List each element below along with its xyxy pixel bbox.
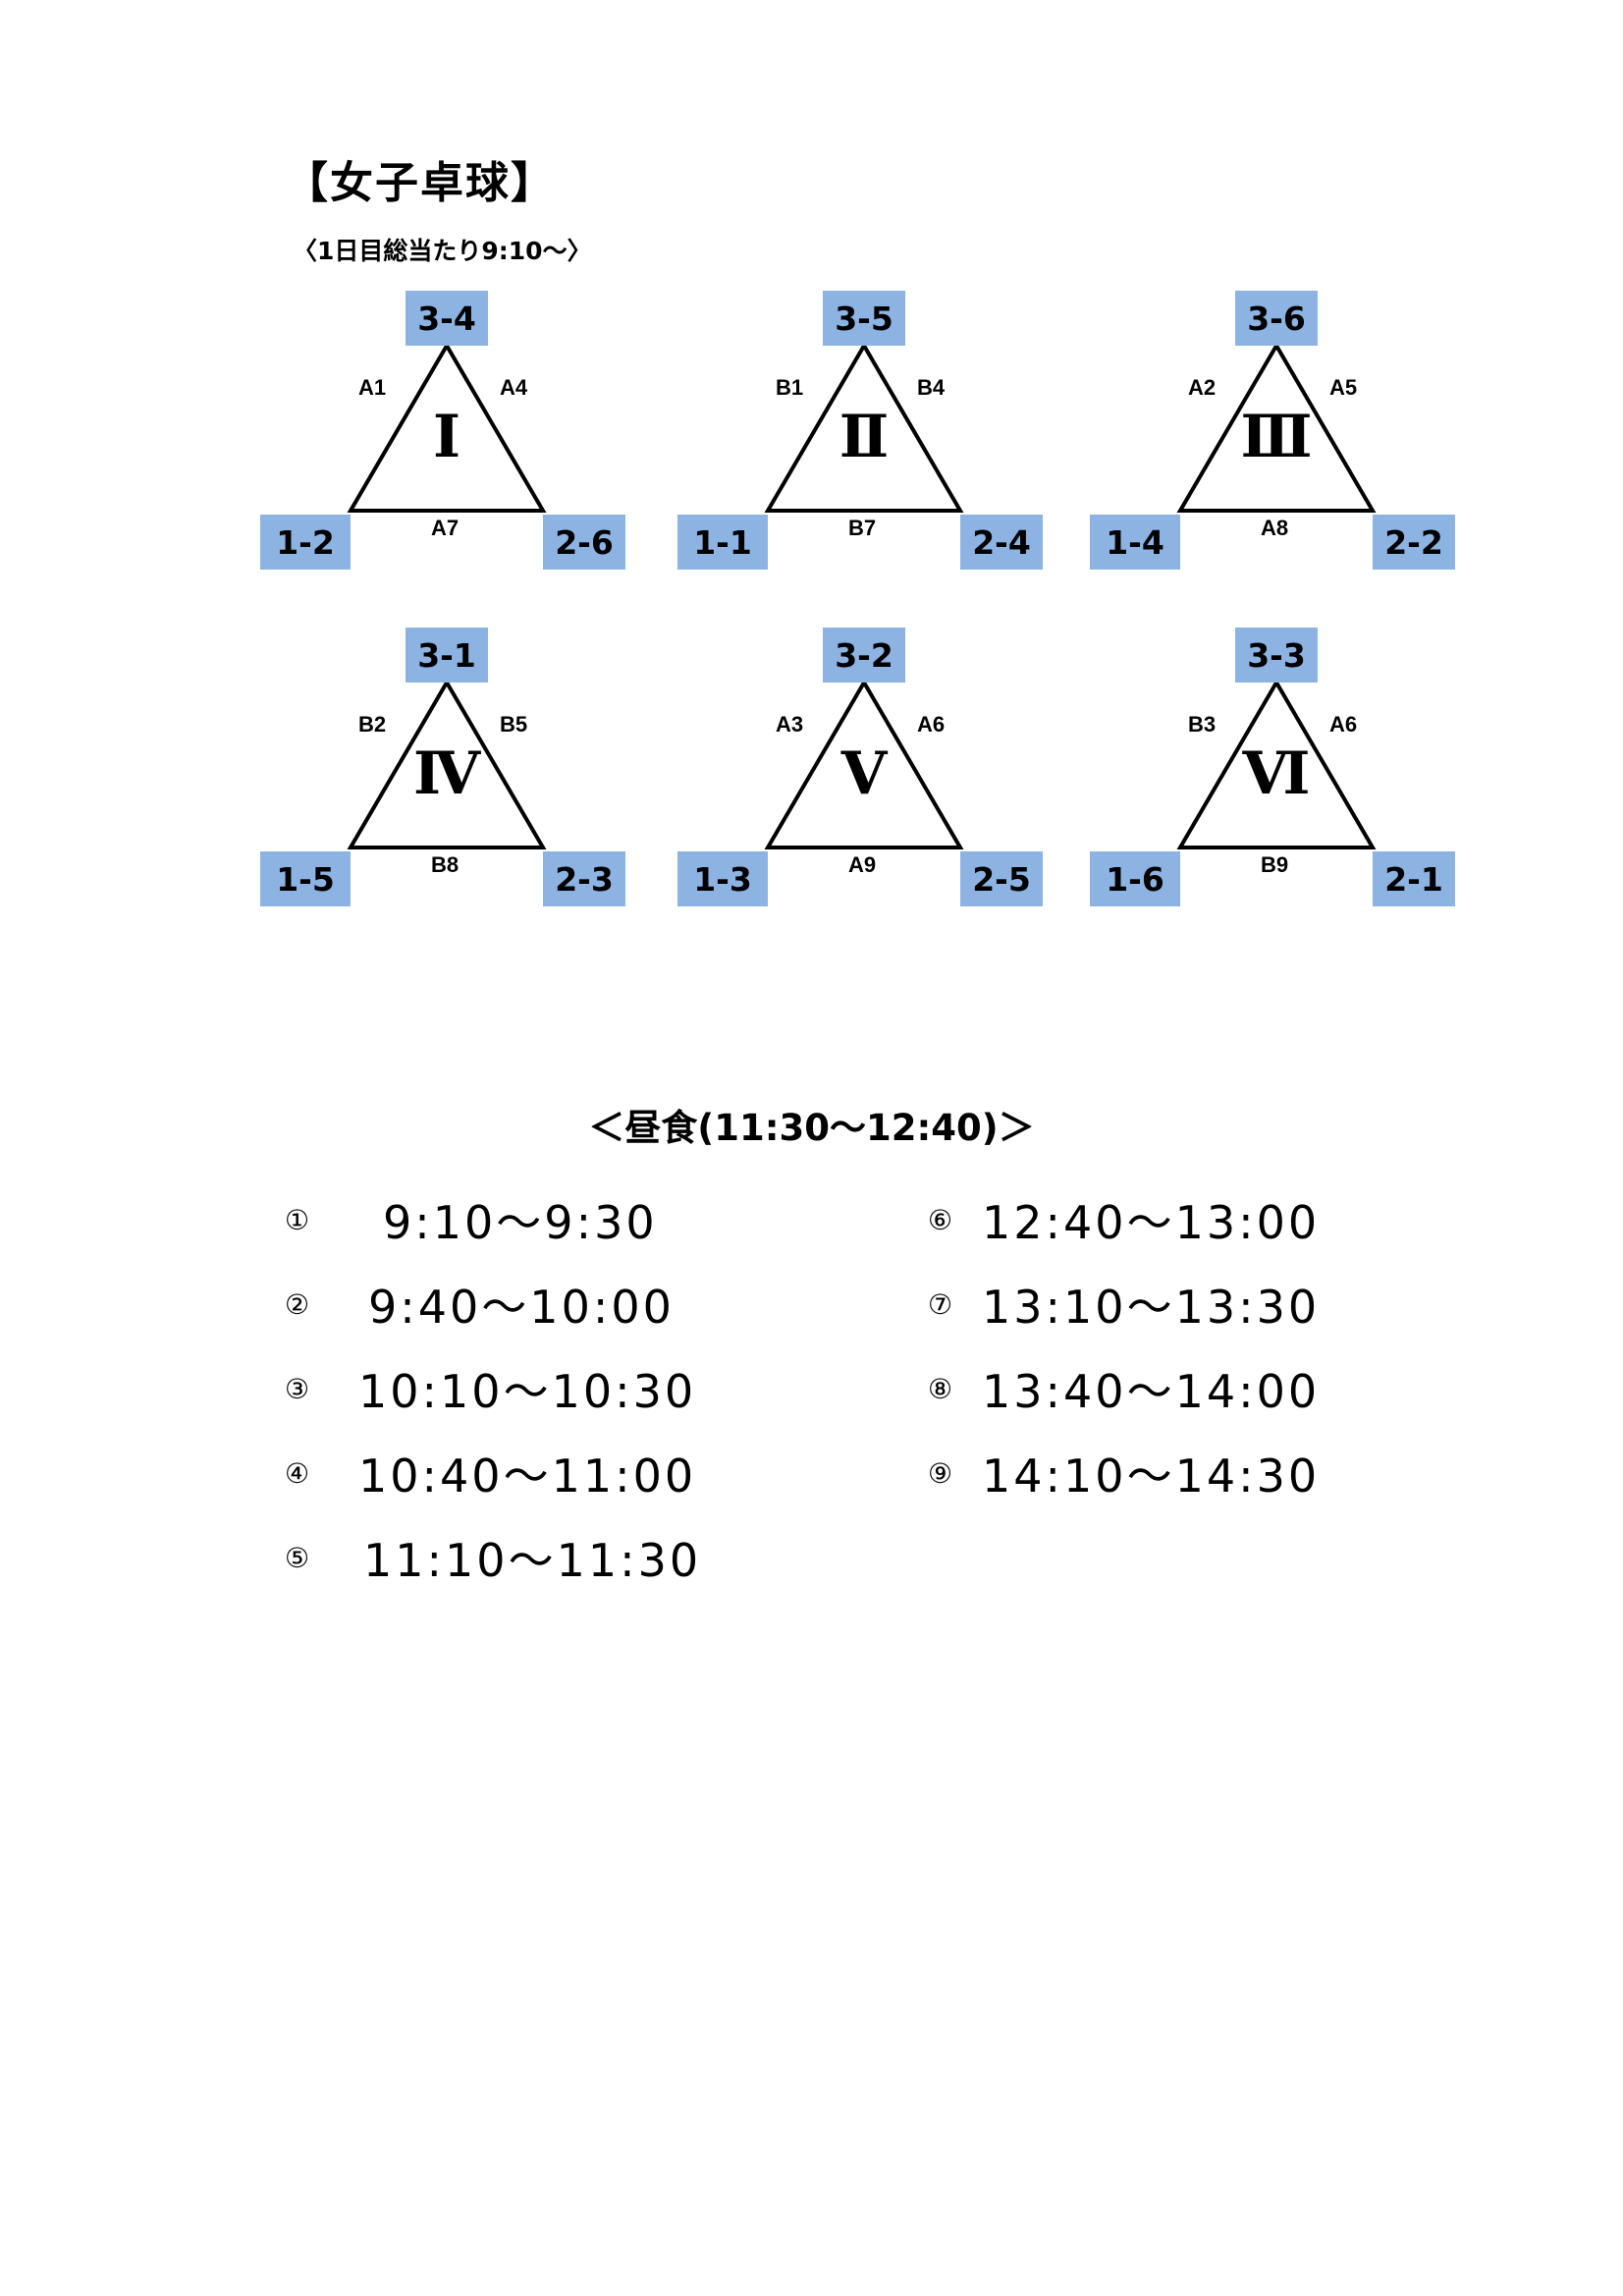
- slot-time: 14:10～14:30: [982, 1449, 1321, 1503]
- group-diagram: 3-6 1-4 2-2 A2 A5 A8 Ⅲ: [1090, 285, 1463, 579]
- slot-number: ②: [285, 1287, 310, 1321]
- slot-time: 9:40～10:00: [368, 1281, 675, 1334]
- group-triangle: [764, 342, 964, 513]
- team-top: 3-5: [823, 291, 905, 346]
- team-right: 2-6: [543, 515, 625, 570]
- slot-number: ⑧: [928, 1372, 953, 1405]
- match-bottom: B8: [431, 852, 460, 877]
- group-numeral: Ⅴ: [840, 739, 888, 808]
- slot-time: 13:10～13:30: [982, 1281, 1321, 1334]
- match-bottom: B7: [848, 516, 877, 540]
- match-right: B5: [500, 712, 528, 737]
- match-bottom: B9: [1261, 852, 1289, 877]
- match-left: A1: [358, 375, 387, 400]
- match-bottom: A9: [848, 852, 877, 877]
- slot-number: ⑤: [285, 1541, 310, 1574]
- group-numeral: Ⅳ: [412, 739, 481, 808]
- team-right: 2-3: [543, 851, 625, 906]
- team-top: 3-4: [406, 291, 488, 346]
- team-left: 1-4: [1090, 515, 1180, 570]
- match-right: B4: [917, 375, 946, 400]
- team-right: 2-2: [1373, 515, 1455, 570]
- slot-time: 13:40～14:00: [982, 1365, 1321, 1418]
- slot-number: ⑨: [928, 1456, 953, 1490]
- match-left: B1: [776, 375, 804, 400]
- lunch-heading: ＜昼食(11:30～12:40)＞: [588, 1107, 1035, 1149]
- slot-time: 10:40～11:00: [358, 1449, 697, 1503]
- group-triangle: [1176, 342, 1377, 513]
- triangle-shape: [1176, 342, 1377, 513]
- group-numeral: Ⅱ: [839, 403, 890, 471]
- team-top: 3-1: [406, 628, 488, 683]
- team-left: 1-2: [260, 515, 351, 570]
- slot-time: 9:10～9:30: [383, 1196, 658, 1249]
- group-diagram: 3-1 1-5 2-3 B2 B5 B8 Ⅳ: [260, 622, 633, 916]
- team-left: 1-1: [677, 515, 768, 570]
- slot-time: 10:10～10:30: [358, 1365, 697, 1418]
- group-diagram: 3-5 1-1 2-4 B1 B4 B7 Ⅱ: [677, 285, 1051, 579]
- triangle-shape: [764, 342, 964, 513]
- team-right: 2-1: [1373, 851, 1455, 906]
- match-bottom: A8: [1261, 516, 1289, 540]
- group-triangle: [347, 679, 547, 849]
- team-left: 1-3: [677, 851, 768, 906]
- group-numeral: Ⅵ: [1242, 739, 1311, 808]
- triangle-shape: [347, 679, 547, 849]
- match-left: B2: [358, 712, 387, 737]
- match-right: A6: [1329, 712, 1358, 737]
- slot-number: ⑦: [928, 1287, 953, 1321]
- team-right: 2-5: [960, 851, 1043, 906]
- slot-time: 11:10～11:30: [363, 1534, 702, 1587]
- match-bottom: A7: [431, 516, 460, 540]
- match-left: A3: [776, 712, 804, 737]
- team-top: 3-3: [1235, 628, 1318, 683]
- group-numeral: Ⅲ: [1240, 403, 1313, 471]
- group-diagram: 3-3 1-6 2-1 B3 A6 B9 Ⅵ: [1090, 622, 1463, 916]
- slot-number: ④: [285, 1456, 310, 1490]
- slot-number: ⑥: [928, 1203, 953, 1236]
- group-diagram: 3-4 1-2 2-6 A1 A4 A7 Ⅰ: [260, 285, 633, 579]
- team-top: 3-2: [823, 628, 905, 683]
- slot-time: 12:40～13:00: [982, 1196, 1321, 1249]
- slot-number: ③: [285, 1372, 310, 1405]
- page-subtitle: 〈1日目総当たり9:10～〉: [293, 237, 592, 265]
- team-left: 1-6: [1090, 851, 1180, 906]
- group-triangle: [347, 342, 547, 513]
- match-left: A2: [1188, 375, 1217, 400]
- team-left: 1-5: [260, 851, 351, 906]
- group-triangle: [764, 679, 964, 849]
- group-diagram: 3-2 1-3 2-5 A3 A6 A9 Ⅴ: [677, 622, 1051, 916]
- team-right: 2-4: [960, 515, 1043, 570]
- triangle-shape: [764, 679, 964, 849]
- match-right: A4: [500, 375, 528, 400]
- match-right: A5: [1329, 375, 1358, 400]
- group-numeral: Ⅰ: [432, 403, 461, 471]
- group-triangle: [1176, 679, 1377, 849]
- team-top: 3-6: [1235, 291, 1318, 346]
- page-title: 【女子卓球】: [285, 158, 556, 208]
- triangle-shape: [347, 342, 547, 513]
- match-right: A6: [917, 712, 946, 737]
- match-left: B3: [1188, 712, 1217, 737]
- slot-number: ①: [285, 1203, 310, 1236]
- triangle-shape: [1176, 679, 1377, 849]
